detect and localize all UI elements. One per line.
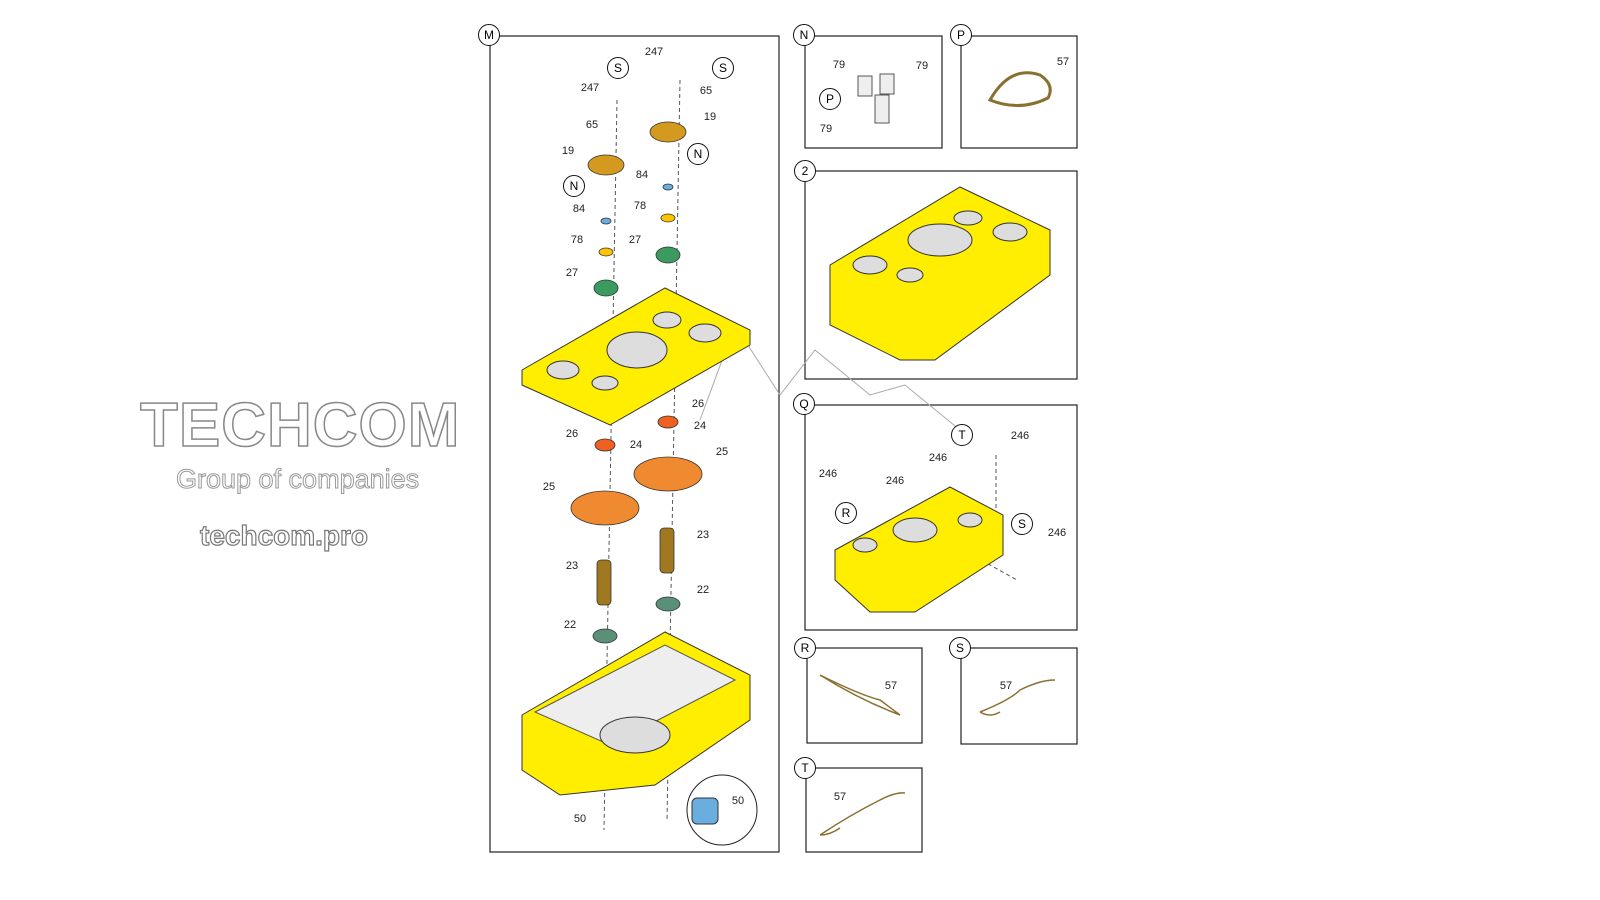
part-number-label: 27 <box>628 234 642 246</box>
part-number-label: 84 <box>635 169 649 181</box>
watermark-tagline: Group of companies <box>175 464 420 495</box>
detail-callout: N <box>687 143 709 165</box>
panel-label-m: M <box>478 24 500 46</box>
part-number-label: 247 <box>580 82 600 94</box>
panel-r-frame <box>806 647 923 744</box>
part-number-label: 25 <box>715 446 729 458</box>
shaft-23 <box>596 559 612 606</box>
part-number-label: 246 <box>885 475 905 487</box>
part-number-label: 57 <box>833 791 847 803</box>
part-number-label: 25 <box>542 481 556 493</box>
part-number-label: 79 <box>819 123 833 135</box>
panel-m-frame <box>489 35 780 853</box>
wire-57-s <box>979 679 1056 716</box>
detail-callout: S <box>607 57 629 79</box>
detail-callout: P <box>819 88 841 110</box>
wire-57-t <box>819 792 906 836</box>
panel-p-frame <box>960 35 1078 149</box>
panel-label-t: T <box>794 757 816 779</box>
part-number-label: 23 <box>696 529 710 541</box>
part-number-label: 24 <box>693 420 707 432</box>
seal-22 <box>655 596 681 612</box>
part-number-label: 78 <box>570 234 584 246</box>
part-number-label: 50 <box>573 813 587 825</box>
detail-callout: N <box>563 175 585 197</box>
detail-callout: S <box>1011 513 1033 535</box>
panel-2-frame <box>804 170 1078 380</box>
part-number-label: 22 <box>563 619 577 631</box>
part-number-label: 26 <box>565 428 579 440</box>
cover-19 <box>649 121 687 143</box>
plug-detail <box>686 774 758 846</box>
part-number-label: 57 <box>884 680 898 692</box>
detail-callout: S <box>712 57 734 79</box>
part-number-label: 23 <box>565 560 579 572</box>
watermark-site: techcom.pro <box>199 519 369 551</box>
part-number-label: 65 <box>699 85 713 97</box>
part-number-label: 57 <box>999 680 1013 692</box>
panel-label-2: 2 <box>794 160 816 182</box>
gear-25 <box>633 456 703 492</box>
detail-callout: T <box>951 424 973 446</box>
part-number-label: 57 <box>1056 56 1070 68</box>
panel-label-s: S <box>949 637 971 659</box>
part-number-label: 24 <box>629 439 643 451</box>
gear-25 <box>570 490 640 526</box>
panel-label-q: Q <box>793 393 815 415</box>
part-number-label: 26 <box>691 398 705 410</box>
bearing-27 <box>593 279 619 297</box>
wire-loop-57 <box>987 71 1052 107</box>
panel-n-frame <box>804 35 943 149</box>
wire-57-r <box>819 674 901 716</box>
part-number-label: 79 <box>915 60 929 72</box>
bearing-26 <box>657 415 679 429</box>
part-number-label: 50 <box>731 795 745 807</box>
part-number-label: 79 <box>832 59 846 71</box>
part-number-label: 246 <box>928 452 948 464</box>
cover-19 <box>587 154 625 176</box>
bearing-26 <box>594 438 616 452</box>
part-number-label: 78 <box>633 200 647 212</box>
panel-label-n: N <box>793 24 815 46</box>
shaft-23 <box>659 527 675 574</box>
panel-label-p: P <box>950 24 972 46</box>
part-number-label: 19 <box>703 111 717 123</box>
part-number-label: 84 <box>572 203 586 215</box>
part-number-label: 246 <box>1010 430 1030 442</box>
part-number-label: 22 <box>696 584 710 596</box>
part-number-label: 246 <box>1047 527 1067 539</box>
panel-q-frame <box>804 404 1078 631</box>
seal-22 <box>592 628 618 644</box>
panel-label-r: R <box>794 637 816 659</box>
watermark-brand: TECHCOM <box>139 390 461 461</box>
part-number-label: 247 <box>644 46 664 58</box>
panel-s-frame <box>960 647 1078 745</box>
bearing-27 <box>655 246 681 264</box>
detail-callout: R <box>835 502 857 524</box>
part-number-label: 246 <box>818 468 838 480</box>
part-number-label: 65 <box>585 119 599 131</box>
part-number-label: 27 <box>565 267 579 279</box>
panel-t-frame <box>805 767 923 853</box>
part-number-label: 19 <box>561 145 575 157</box>
